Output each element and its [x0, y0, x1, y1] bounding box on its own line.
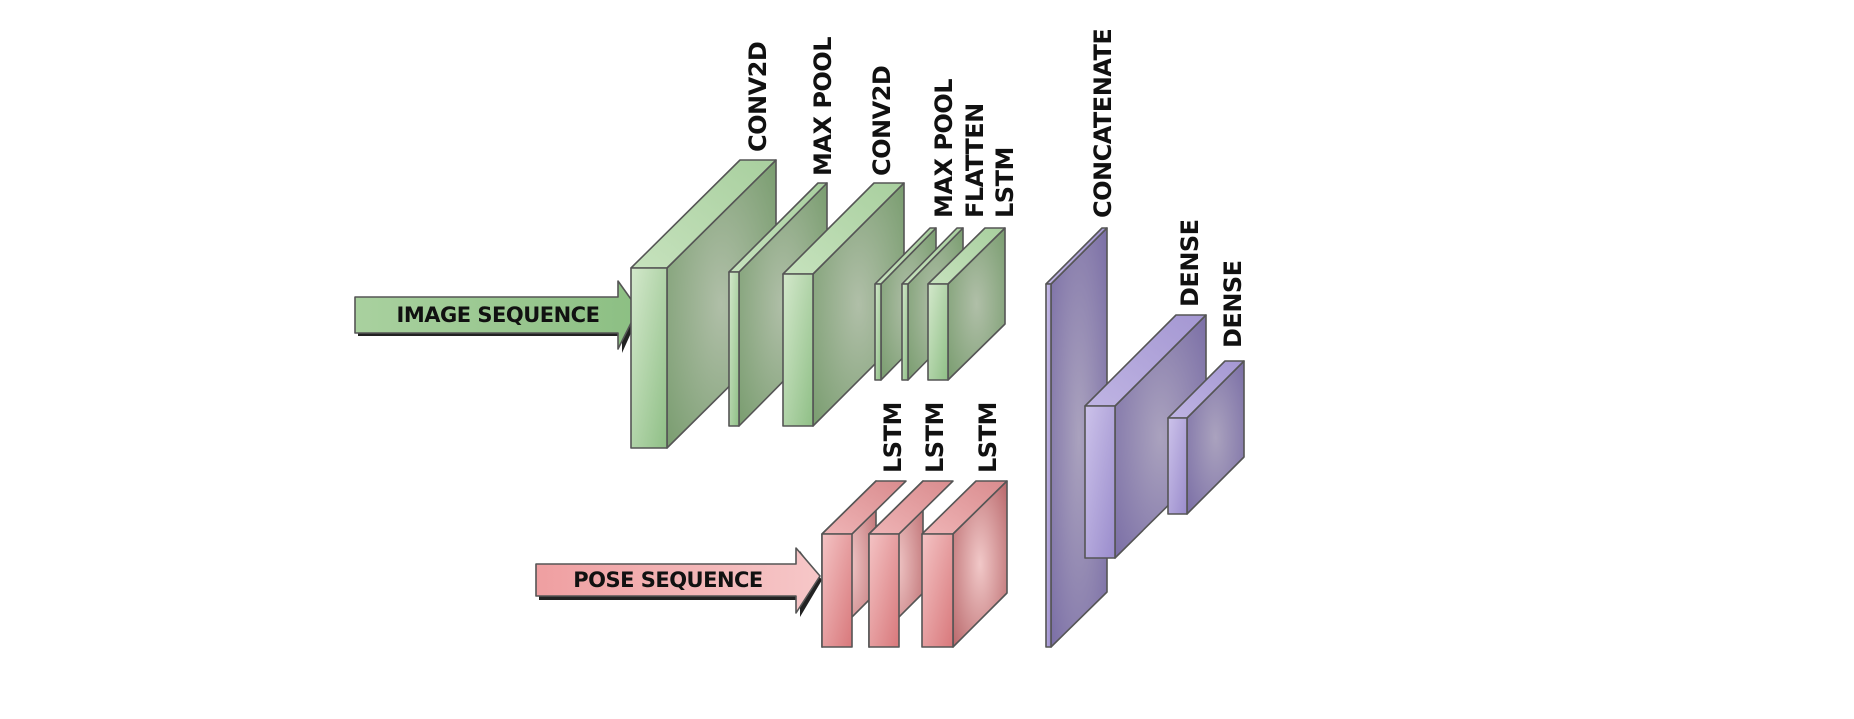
pose-sequence-label: POSE SEQUENCE: [573, 568, 763, 592]
conv2d-layer-1: CONV2D: [630, 42, 777, 449]
dense-1-label: DENSE: [1176, 219, 1204, 307]
image-lstm-layer: LSTM: [927, 147, 1019, 381]
conv2d-1-label: CONV2D: [744, 42, 772, 152]
dense-2-label: DENSE: [1219, 260, 1247, 348]
conv2d-layer-2: CONV2D: [782, 66, 905, 427]
pose-lstm-3-label: LSTM: [974, 402, 1002, 473]
pose-sequence-arrow: POSE SEQUENCE: [535, 547, 822, 617]
pose-lstm-2-label: LSTM: [921, 402, 949, 473]
merge-section: CONCATENATE DENSE DENSE: [1045, 29, 1247, 648]
image-sequence-arrow: IMAGE SEQUENCE: [354, 280, 640, 353]
flatten-label: FLATTEN: [961, 103, 989, 218]
pose-lstm-layer-2: LSTM: [868, 402, 954, 648]
pose-branch: LSTM LSTM LSTM: [821, 402, 1008, 648]
conv2d-2-label: CONV2D: [868, 66, 896, 176]
dense-layer-2: DENSE: [1167, 260, 1247, 515]
pose-lstm-layer-1: LSTM: [821, 402, 907, 648]
pose-lstm-1-label: LSTM: [879, 402, 907, 473]
image-branch: CONV2D MAX POOL CONV2D MAX POOL: [630, 37, 1019, 449]
image-lstm-label: LSTM: [991, 147, 1019, 218]
concatenate-label: CONCATENATE: [1089, 29, 1117, 218]
maxpool-1-label: MAX POOL: [809, 37, 837, 176]
maxpool-2-label: MAX POOL: [930, 79, 958, 218]
image-sequence-label: IMAGE SEQUENCE: [397, 303, 600, 327]
pose-lstm-layer-3: LSTM: [921, 402, 1008, 648]
dense-layer-1: DENSE: [1084, 219, 1207, 559]
